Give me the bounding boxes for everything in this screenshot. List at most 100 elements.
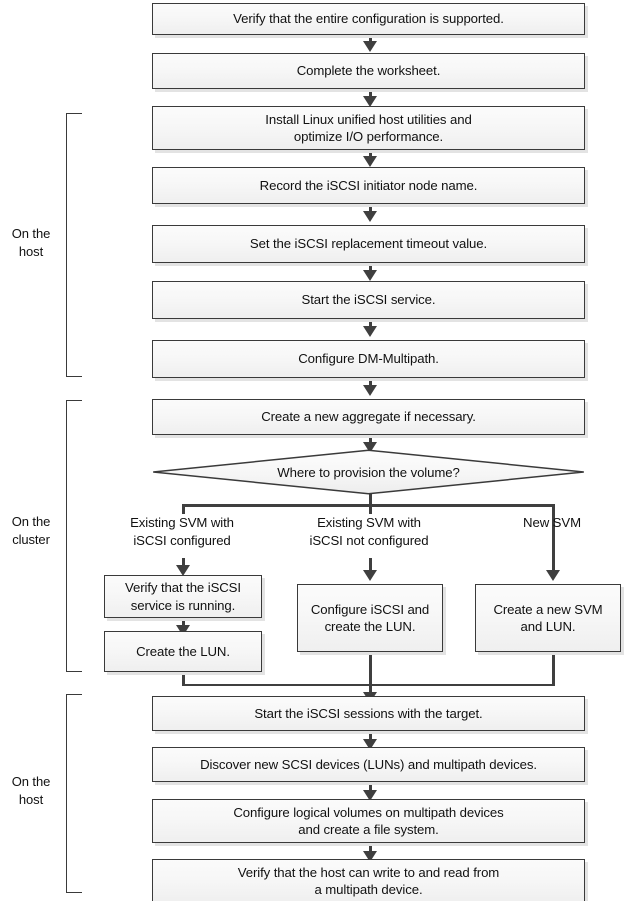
node-create-new-aggregate[interactable]: Create a new aggregate if necessary. (152, 399, 585, 435)
arrowhead-record-to-timeout (362, 211, 377, 222)
branch-label-existing-svm-iscsi-configured: Existing SVM with iSCSI configured (110, 514, 254, 550)
node-set-replacement-timeout-text: Set the iSCSI replacement timeout value. (249, 236, 488, 252)
node-record-initiator-node-name-text: Record the iSCSI initiator node name. (259, 177, 478, 193)
connector-middle-branch-merge-down (369, 652, 372, 686)
node-create-new-svm-and-lun[interactable]: Create a new SVM and LUN. (475, 584, 621, 652)
node-create-the-lun[interactable]: Create the LUN. (104, 631, 262, 672)
connector-branch-bus (182, 504, 554, 507)
node-create-new-svm-and-lun-line2: and LUN. (520, 619, 576, 634)
node-discover-scsi-devices-text: Discover new SCSI devices (LUNs) and mul… (200, 756, 537, 772)
connector-multipath-to-aggregate (369, 377, 372, 391)
arrowhead-worksheet-to-install (362, 96, 377, 107)
lane-label-host-top-line2: host (18, 243, 44, 259)
node-verify-host-read-write[interactable]: Verify that the host can write to and re… (152, 859, 585, 901)
connector-branch-middle-to-box (369, 558, 372, 572)
lane-label-cluster-line1: On the (11, 514, 51, 529)
connector-install-to-record (369, 148, 372, 162)
node-configure-logical-volumes-line1: Configure logical volumes on multipath d… (233, 804, 504, 820)
node-discover-scsi-devices[interactable]: Discover new SCSI devices (LUNs) and mul… (152, 747, 585, 782)
node-create-the-lun-text: Create the LUN. (136, 643, 230, 659)
node-create-new-aggregate-text: Create a new aggregate if necessary. (261, 409, 476, 425)
lane-label-host-bottom: On the host (0, 773, 62, 808)
node-configure-logical-volumes[interactable]: Configure logical volumes on multipath d… (152, 799, 585, 843)
connector-bus-to-branch-right (552, 504, 555, 548)
arrowhead-verify-service-to-create-lun (175, 625, 190, 636)
connector-record-to-timeout (369, 203, 372, 217)
branch-label-new-svm-line1: New SVM (523, 515, 581, 530)
connector-bus-to-branch-middle (369, 504, 372, 514)
connector-volumes-to-verify-host (369, 843, 372, 857)
lane-label-host-bottom-line2: host (18, 791, 44, 807)
node-start-iscsi-service[interactable]: Start the iSCSI service. (152, 281, 585, 319)
connector-verify-service-to-create-lun (182, 618, 185, 628)
arrowhead-branch-left-to-box (175, 565, 190, 576)
connector-sessions-to-discover (369, 731, 372, 745)
connector-merge-to-sessions (369, 683, 372, 697)
lane-label-host-top-line1: On the (11, 226, 51, 241)
connector-aggregate-to-decision (369, 434, 372, 444)
node-install-host-utilities-line1: Install Linux unified host utilities and (265, 111, 472, 127)
arrowhead-sessions-to-discover (362, 739, 377, 750)
node-record-initiator-node-name[interactable]: Record the iSCSI initiator node name. (152, 167, 585, 204)
node-where-to-provision-volume-label: Where to provision the volume? (277, 464, 460, 480)
node-configure-dm-multipath-text: Configure DM-Multipath. (298, 351, 439, 367)
node-verify-iscsi-service-running-line1: Verify that the iSCSI (125, 580, 241, 596)
connector-bus-to-branch-left (182, 504, 185, 514)
node-complete-worksheet[interactable]: Complete the worksheet. (152, 53, 585, 89)
connector-decision-to-bus (369, 494, 372, 506)
arrowhead-volumes-to-verify-host (362, 851, 377, 862)
branch-label-existing-svm-iscsi-configured-line1: Existing SVM with (130, 515, 234, 530)
node-where-to-provision-volume[interactable]: Where to provision the volume? (152, 449, 585, 495)
diamond-shape (153, 449, 584, 495)
node-verify-configuration-supported[interactable]: Verify that the entire configuration is … (152, 3, 585, 35)
lane-bracket-cluster (66, 400, 82, 672)
node-configure-iscsi-and-create-lun-line1: Configure iSCSI and (310, 601, 430, 617)
connector-left-branch-merge-down (182, 672, 185, 686)
lane-bracket-host-top (66, 113, 82, 377)
arrowhead-start-service-to-multipath (362, 326, 377, 337)
arrowhead-verify-to-worksheet (362, 41, 377, 52)
node-verify-host-read-write-line1: Verify that the host can write to and re… (237, 864, 500, 880)
node-configure-iscsi-and-create-lun-line2: create the LUN. (324, 619, 416, 634)
node-verify-iscsi-service-running-line2: service is running. (130, 597, 236, 613)
node-start-iscsi-sessions[interactable]: Start the iSCSI sessions with the target… (152, 696, 585, 731)
node-set-replacement-timeout[interactable]: Set the iSCSI replacement timeout value. (152, 225, 585, 263)
connector-verify-to-worksheet (369, 33, 372, 47)
node-configure-iscsi-and-create-lun[interactable]: Configure iSCSI and create the LUN. (297, 584, 443, 652)
node-verify-host-read-write-line2: a multipath device. (314, 882, 423, 897)
arrowhead-timeout-to-start-service (362, 270, 377, 281)
connector-worksheet-to-install (369, 88, 372, 102)
connector-discover-to-volumes (369, 782, 372, 796)
lane-label-host-bottom-line1: On the (11, 774, 51, 789)
arrowhead-discover-to-volumes (362, 790, 377, 801)
branch-label-existing-svm-iscsi-configured-line2: iSCSI configured (133, 532, 231, 548)
node-verify-iscsi-service-running[interactable]: Verify that the iSCSI service is running… (104, 575, 262, 618)
lane-label-cluster-line2: cluster (12, 531, 50, 547)
arrowhead-branch-middle-to-box (362, 570, 377, 581)
connector-start-service-to-multipath (369, 318, 372, 332)
node-create-new-svm-and-lun-line1: Create a new SVM (493, 601, 603, 617)
node-configure-dm-multipath[interactable]: Configure DM-Multipath. (152, 340, 585, 378)
lane-bracket-host-bottom (66, 694, 82, 893)
connector-branch-right-to-box (552, 548, 555, 572)
lane-label-host-top: On the host (0, 225, 62, 260)
arrowhead-branch-right-to-box (545, 570, 560, 581)
connector-right-branch-merge-down (552, 652, 555, 686)
arrowhead-aggregate-to-decision (362, 442, 377, 453)
node-start-iscsi-sessions-text: Start the iSCSI sessions with the target… (254, 705, 483, 721)
branch-label-new-svm: New SVM (504, 514, 600, 532)
node-install-host-utilities[interactable]: Install Linux unified host utilities and… (152, 106, 585, 150)
arrowhead-multipath-to-aggregate (362, 385, 377, 396)
branch-label-existing-svm-iscsi-not-configured-line2: iSCSI not configured (309, 532, 429, 548)
connector-merge-bus (182, 683, 554, 687)
node-verify-configuration-supported-text: Verify that the entire configuration is … (233, 11, 504, 27)
branch-label-existing-svm-iscsi-not-configured: Existing SVM with iSCSI not configured (291, 514, 447, 550)
node-complete-worksheet-text: Complete the worksheet. (296, 63, 441, 79)
connector-timeout-to-start-service (369, 262, 372, 276)
node-install-host-utilities-line2: optimize I/O performance. (293, 129, 444, 144)
branch-label-existing-svm-iscsi-not-configured-line1: Existing SVM with (317, 515, 421, 530)
node-start-iscsi-service-text: Start the iSCSI service. (301, 292, 436, 308)
lane-label-cluster: On the cluster (0, 513, 62, 548)
node-configure-logical-volumes-line2: and create a file system. (298, 822, 439, 837)
